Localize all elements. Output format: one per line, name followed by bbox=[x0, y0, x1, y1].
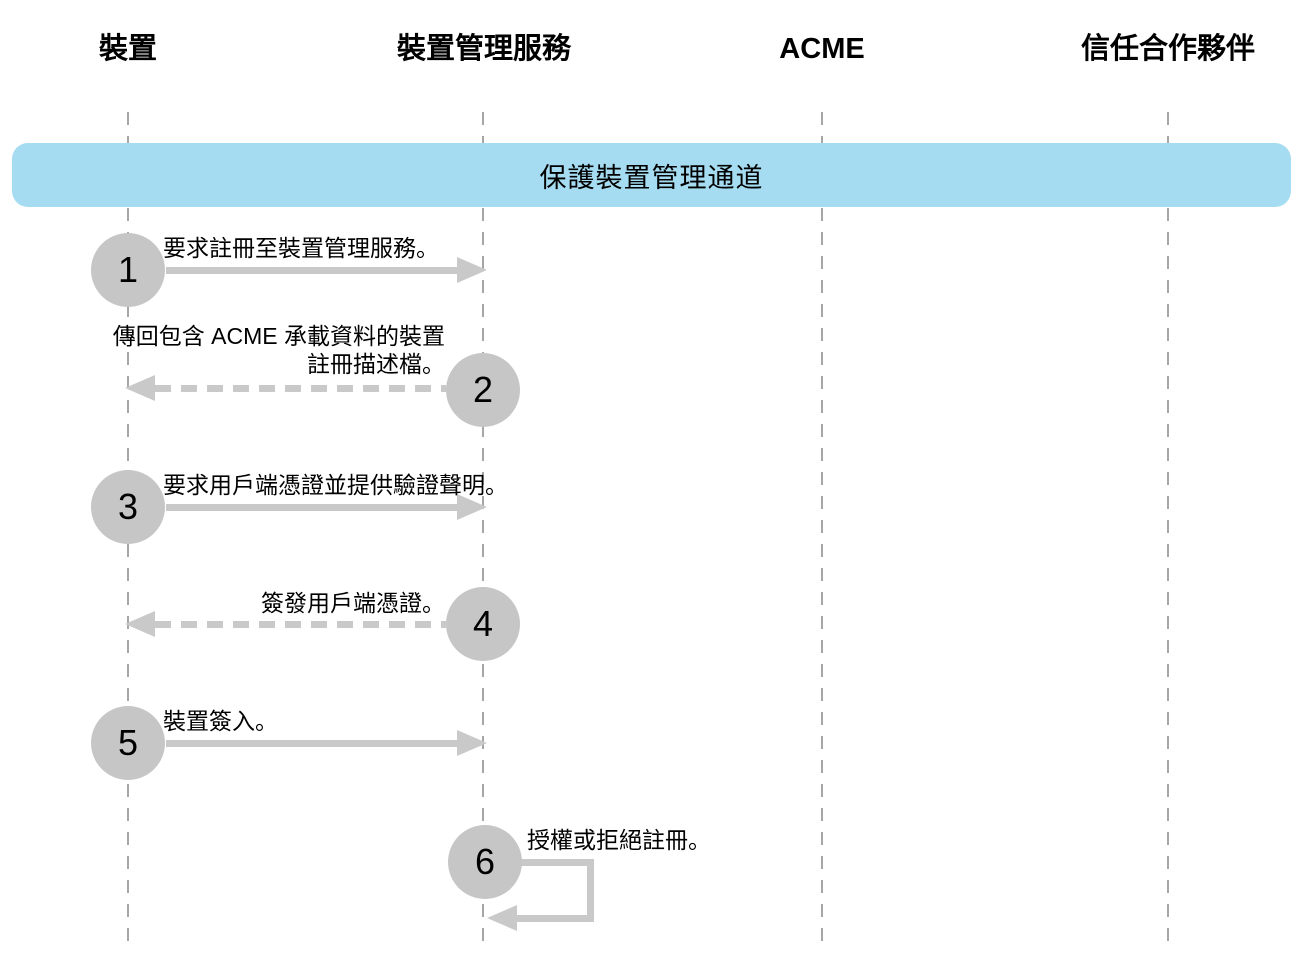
step-2-number: 2 bbox=[472, 369, 494, 410]
step-6-loop-top bbox=[510, 859, 594, 866]
arrowhead-right-icon bbox=[457, 730, 487, 756]
step-5-badge: 5 bbox=[91, 706, 165, 780]
step-6-loop-bottom bbox=[517, 915, 594, 922]
step-6-badge: 6 bbox=[448, 825, 522, 899]
actor-label-device: 裝置 bbox=[98, 33, 158, 65]
actor-label-device-management-service: 裝置管理服務 bbox=[396, 33, 572, 65]
step-3-number: 3 bbox=[117, 486, 139, 527]
step-6-loop-right bbox=[587, 859, 594, 922]
step-4-number: 4 bbox=[472, 603, 494, 644]
step-3-arrow-line bbox=[166, 504, 458, 511]
secure-channel-banner: 保護裝置管理通道 bbox=[12, 143, 1291, 207]
step-2-label: 傳回包含 ACME 承載資料的裝置 註冊描述檔。 bbox=[112, 323, 445, 377]
step-3-badge: 3 bbox=[91, 470, 165, 544]
arrowhead-right-icon bbox=[457, 257, 487, 283]
actor-label-trusted-partner: 信任合作夥伴 bbox=[1080, 33, 1256, 65]
actor-label-acme: ACME bbox=[779, 33, 865, 65]
step-1-label: 要求註冊至裝置管理服務。 bbox=[163, 235, 439, 261]
arrowhead-right-icon bbox=[457, 494, 487, 520]
step-3-label: 要求用戶端憑證並提供驗證聲明。 bbox=[163, 472, 508, 498]
step-1-arrow-line bbox=[166, 267, 458, 274]
step-5-label: 裝置簽入。 bbox=[163, 708, 278, 734]
step-4-label: 簽發用戶端憑證。 bbox=[261, 590, 445, 616]
step-5-arrow-line bbox=[166, 740, 458, 747]
lifeline-trusted-partner bbox=[1167, 112, 1169, 948]
lifeline-acme bbox=[821, 112, 823, 948]
arrowhead-left-icon bbox=[125, 375, 155, 401]
step-4-badge: 4 bbox=[446, 587, 520, 661]
step-1-badge: 1 bbox=[91, 233, 165, 307]
step-2-arrow-line bbox=[155, 385, 446, 392]
step-4-arrow-line bbox=[155, 621, 446, 628]
step-5-number: 5 bbox=[117, 722, 139, 763]
step-6-number: 6 bbox=[474, 841, 496, 882]
arrowhead-left-icon bbox=[487, 905, 517, 931]
step-1-number: 1 bbox=[117, 249, 139, 290]
step-2-badge: 2 bbox=[446, 353, 520, 427]
lifeline-device-management-service bbox=[482, 112, 484, 948]
step-6-label: 授權或拒絕註冊。 bbox=[527, 827, 711, 853]
arrowhead-left-icon bbox=[125, 611, 155, 637]
